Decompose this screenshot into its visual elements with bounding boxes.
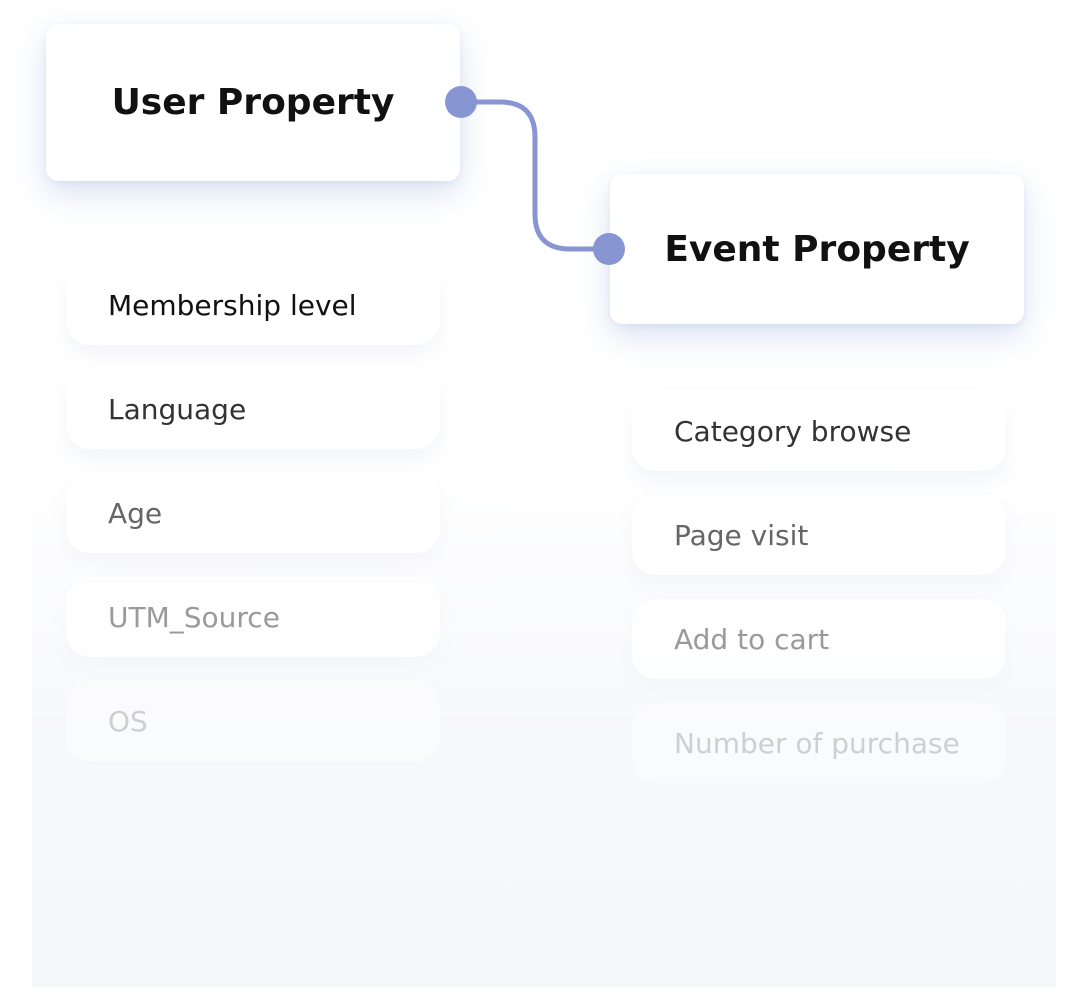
item-label: Membership level — [108, 288, 357, 322]
item-label: Language — [108, 392, 247, 426]
item-label: Add to cart — [674, 622, 830, 656]
event-property-item: Number of purchase — [632, 703, 1006, 783]
user-property-card: User Property — [46, 24, 460, 181]
item-label: Age — [108, 496, 163, 530]
event-property-item: Page visit — [632, 495, 1006, 575]
item-label: Page visit — [674, 518, 809, 552]
item-label: Number of purchase — [674, 726, 960, 760]
item-label: Category browse — [674, 414, 912, 448]
item-label: OS — [108, 704, 148, 738]
user-property-title: User Property — [111, 82, 395, 123]
user-property-item: OS — [66, 681, 440, 761]
item-label: UTM_Source — [108, 600, 280, 634]
event-property-card: Event Property — [610, 174, 1024, 324]
event-property-title: Event Property — [664, 228, 970, 270]
event-property-item: Category browse — [632, 391, 1006, 471]
user-property-item: Membership level — [66, 265, 440, 345]
user-property-item: Language — [66, 369, 440, 449]
user-property-item: UTM_Source — [66, 577, 440, 657]
event-property-item: Add to cart — [632, 599, 1006, 679]
user-property-item: Age — [66, 473, 440, 553]
